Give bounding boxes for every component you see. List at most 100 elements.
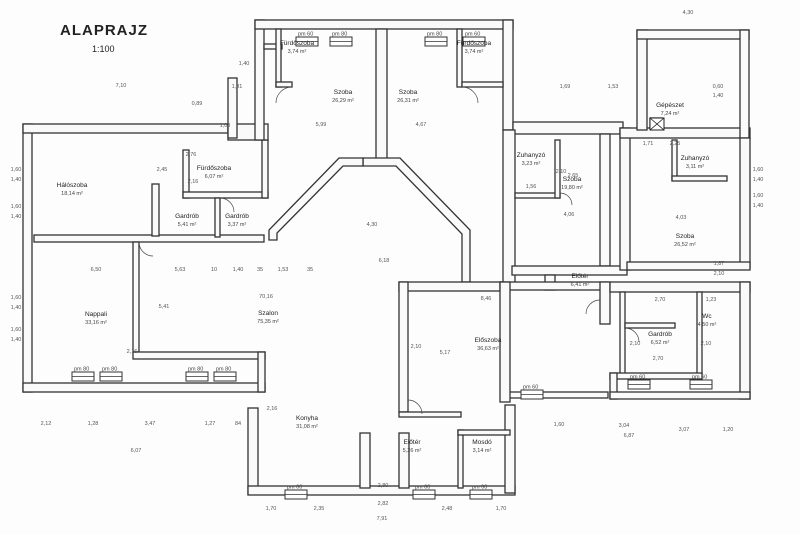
window: pm 60: [469, 485, 493, 500]
wall: [609, 281, 751, 293]
window: pm 60: [284, 485, 308, 500]
room-area: 18,14 m²: [61, 191, 83, 197]
room-area: 26,52 m²: [674, 242, 696, 248]
window: pm 60: [627, 375, 651, 390]
wall: [151, 183, 160, 237]
wall: [22, 382, 266, 393]
room-area: 31,08 m²: [296, 424, 318, 430]
wall: [554, 139, 561, 199]
wall: [375, 28, 388, 165]
room-area: 33,16 m²: [85, 320, 107, 326]
window: pm 80: [71, 367, 95, 382]
plan-title: ALAPRAJZ: [60, 22, 149, 39]
room-label: Fürdőszoba 3,74 m²: [457, 40, 492, 55]
dimension-label: 4,30: [683, 10, 694, 16]
wall: [457, 429, 464, 489]
wall: [502, 19, 514, 131]
room-area: 3,23 m²: [522, 161, 541, 167]
dimension-label: 2,10: [714, 271, 725, 277]
room-name: Nappali: [85, 311, 107, 318]
dimension-label: 2,70: [653, 356, 664, 362]
wall: [247, 407, 259, 495]
wall: [626, 261, 751, 271]
room-area: 6,52 m²: [651, 340, 670, 346]
wall: [739, 137, 751, 269]
window: pm 60: [689, 375, 713, 390]
room-area: 26,31 m²: [397, 98, 419, 104]
wall: [636, 29, 648, 131]
dimension-label: 84: [235, 421, 241, 427]
door-swing: [407, 399, 423, 415]
window-label: pm 60: [523, 385, 538, 391]
wall: [22, 123, 229, 134]
symbols: [649, 117, 665, 131]
dimension-label: 35: [257, 267, 263, 273]
window-label: pm 80: [332, 32, 347, 38]
dimension-label: 2,70: [655, 297, 666, 303]
wall: [502, 129, 516, 289]
room-area: 3,74 m²: [465, 49, 484, 55]
dimension-label: 1,40: [11, 337, 22, 343]
dimension-label: 2,12: [41, 421, 52, 427]
room-name: Szoba: [334, 89, 353, 96]
room-area: 3,14 m²: [473, 448, 492, 454]
door-swings: [138, 86, 640, 415]
door-swing: [461, 86, 479, 104]
dimension-label: 5,99: [316, 122, 327, 128]
wall: [214, 197, 221, 238]
dimension-label: 1,23: [706, 297, 717, 303]
dimension-label: 70,16: [259, 294, 273, 300]
dimension-label: 1,69: [560, 84, 571, 90]
room-label: Mosdó 3,14 m²: [472, 439, 492, 454]
room-area: 5,26 m²: [403, 448, 422, 454]
wall: [254, 19, 514, 30]
dimension-label: 2,48: [442, 506, 453, 512]
window-label: pm 60: [287, 485, 302, 491]
room-name: Mosdó: [472, 439, 492, 446]
room-area: 5,41 m²: [178, 222, 197, 228]
dimension-label: 8,46: [481, 296, 492, 302]
dimension-label: 6,18: [379, 258, 390, 264]
window-label: pm 60: [415, 485, 430, 491]
wall: [619, 291, 626, 375]
dimension-label: 7,91: [377, 516, 388, 522]
wall: [398, 281, 409, 413]
wall: [499, 281, 609, 291]
dimension-label: 2,10: [556, 169, 567, 175]
wall: [514, 192, 561, 199]
window-label: pm 80: [216, 367, 231, 373]
dimension-label: 5,41: [159, 304, 170, 310]
door-swing: [585, 299, 601, 315]
room-name: Fürdőszoba: [457, 40, 492, 47]
window: pm 80: [424, 32, 448, 47]
dimension-label: 2,16: [127, 349, 138, 355]
wall: [739, 281, 751, 400]
dimension-label: 1,03: [220, 123, 231, 129]
room-label: Nappali 33,16 m²: [85, 311, 107, 326]
room-area: 4,50 m²: [698, 322, 717, 328]
dimension-label: 3,07: [679, 427, 690, 433]
dimension-label: 2,82: [378, 501, 389, 507]
window-label: pm 60: [630, 375, 645, 381]
room-area: 7,24 m²: [661, 111, 680, 117]
wall: [599, 133, 611, 267]
door-swing: [219, 197, 235, 213]
dimension-label: 6,87: [624, 433, 635, 439]
window-label: pm 80: [427, 32, 442, 38]
dimension-label: 1,60: [11, 295, 22, 301]
dimension-label: 5,17: [440, 350, 451, 356]
wall: [227, 77, 238, 139]
window: pm 80: [99, 367, 123, 382]
wall: [456, 28, 463, 88]
room-area: 75,35 m²: [257, 319, 279, 325]
dimension-label: 1,60: [554, 422, 565, 428]
wall: [512, 121, 624, 135]
wall: [182, 191, 269, 199]
wall: [398, 281, 502, 292]
window: pm 60: [520, 385, 544, 400]
dimension-label: 1,71: [643, 141, 654, 147]
